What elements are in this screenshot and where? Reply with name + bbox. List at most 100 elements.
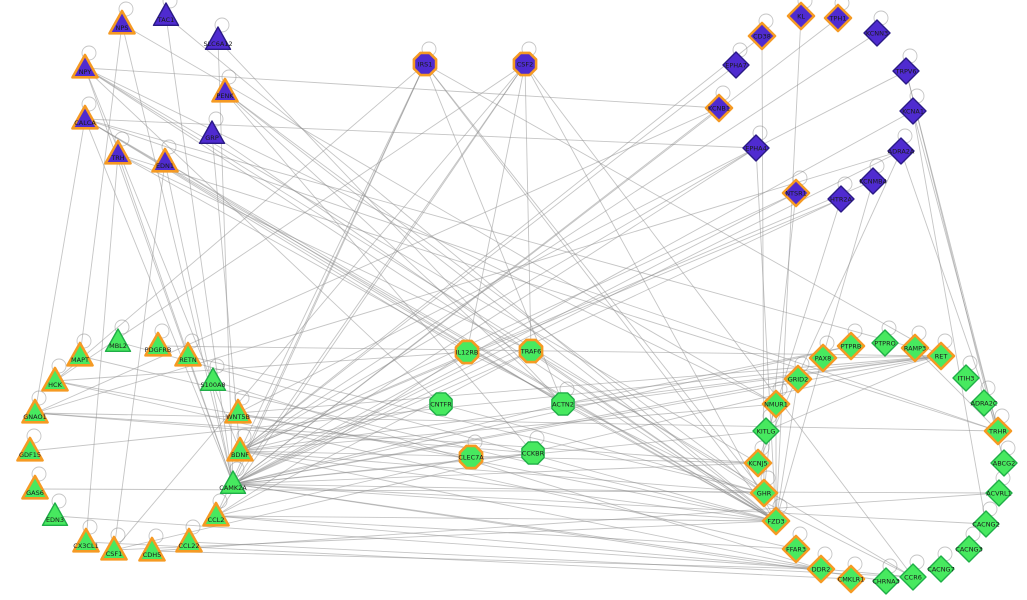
edge-CALCA-RAMP3[interactable]	[84, 118, 916, 349]
edge-TRAF6-CCL2[interactable]	[215, 350, 532, 517]
edge-PENK-ACTN2[interactable]	[224, 91, 564, 405]
edge-GRID2-FZD3[interactable]	[775, 378, 799, 522]
edge-GAS6-ACVRL1[interactable]	[34, 488, 1000, 494]
node-CACNG7[interactable]: CACNG7	[927, 555, 955, 583]
edge-KCNA1-TRHR[interactable]	[912, 110, 999, 432]
node-CD38[interactable]: CD38	[747, 21, 777, 51]
edge-CLEC7A-CCL2[interactable]	[215, 456, 472, 517]
node-CNTFR[interactable]: CNTFR	[429, 392, 453, 416]
node-EPHA7[interactable]: EPHA7	[722, 51, 750, 79]
edge-CSF2-CCL2[interactable]	[215, 63, 526, 517]
edge-CNTFR-GHR[interactable]	[440, 403, 765, 494]
edge-GDF15-RET[interactable]	[29, 355, 942, 452]
edge-IRS1-HCK[interactable]	[54, 63, 426, 382]
edge-CSF2-CCR6[interactable]	[524, 63, 914, 578]
node-PDGFRB[interactable]: PDGFRB	[144, 331, 172, 357]
edge-BDNF-KCNJ5[interactable]	[239, 450, 759, 464]
edge-KCNB1-GNAO1[interactable]	[34, 107, 720, 414]
edge-TRH-FZD3[interactable]	[117, 153, 777, 522]
node-CLEC7A[interactable]: CLEC7A	[458, 444, 484, 470]
edge-NPS-CAMK2A[interactable]	[121, 23, 234, 485]
edge-MAPT-FZD3[interactable]	[79, 355, 777, 522]
edge-EDN3-DDR2[interactable]	[54, 515, 822, 570]
edge-RETN-GHR[interactable]	[187, 355, 765, 494]
node-CCR6[interactable]: CCR6	[899, 563, 927, 591]
edge-EDN1-ACTN2[interactable]	[164, 161, 564, 405]
edge-PENK-FZD3[interactable]	[224, 91, 777, 522]
edge-CDH5-ACVRL1[interactable]	[151, 492, 1000, 552]
edge-CD38-BDNF[interactable]	[239, 35, 763, 452]
edge-S100A8-DDR2[interactable]	[212, 380, 822, 570]
edge-ADRA2A-GNAO1[interactable]	[34, 150, 902, 414]
node-NMUR1[interactable]: NMUR1	[761, 389, 791, 419]
edge-KCNA1-CACNG2[interactable]	[912, 110, 987, 525]
edge-CSF2-IL12RB[interactable]	[466, 63, 526, 353]
edge-MBL2-FZD3[interactable]	[117, 341, 777, 522]
edge-HTR2A-BDNF[interactable]	[239, 198, 842, 452]
node-IRS1[interactable]: IRS1	[412, 51, 438, 77]
edge-CAMK2A-KITLG[interactable]	[232, 430, 767, 485]
node-ADRA2C[interactable]: ADRA2C	[970, 389, 998, 417]
edge-HTR2A-KCNJ5[interactable]	[757, 198, 842, 464]
node-TPH1[interactable]: TPH1	[823, 3, 853, 33]
edge-IRS1-FZD3[interactable]	[424, 63, 777, 522]
edge-CAMK2A-KCNJ5[interactable]	[232, 462, 759, 485]
edge-EPHA4-CAMK2A[interactable]	[232, 147, 757, 485]
edge-TRH-TRHR[interactable]	[117, 153, 999, 432]
edge-CAMK2A-DDR2[interactable]	[232, 483, 822, 570]
edge-KCNA1-CAMK2A[interactable]	[232, 110, 914, 485]
edge-EPHA4-BDNF[interactable]	[239, 147, 757, 452]
node-TRPV6[interactable]: TRPV6	[892, 57, 920, 85]
edge-CAMK2A-RET[interactable]	[232, 355, 942, 485]
node-PTPRO[interactable]: PTPRO	[871, 329, 899, 357]
edge-CCL22-CCR6[interactable]	[188, 541, 914, 578]
edge-NPY-KCNB1[interactable]	[84, 67, 720, 109]
edge-TAC1-CAMK2A[interactable]	[165, 15, 234, 485]
edge-EPHA7-BDNF[interactable]	[239, 64, 737, 452]
edge-IRS1-BDNF[interactable]	[239, 63, 426, 452]
edge-TPH1-CAMK2A[interactable]	[232, 17, 839, 485]
edge-CX3CL1-CMKLR1[interactable]	[85, 541, 852, 580]
edge-TAC1-FZD3[interactable]	[165, 15, 777, 522]
node-ACTN2[interactable]: ACTN2	[551, 392, 575, 416]
edge-CALCA-EPHA4[interactable]	[84, 118, 757, 149]
edge-NPY-CNTFR[interactable]	[84, 67, 442, 405]
edge-EDN1-CAMK2A[interactable]	[164, 161, 234, 485]
edge-TRH-CAMK2A[interactable]	[117, 153, 234, 485]
node-TRAF6[interactable]: TRAF6	[518, 338, 544, 364]
node-ADRA2A[interactable]: ADRA2A	[887, 137, 915, 165]
edge-CCL2-FZD3[interactable]	[215, 515, 777, 522]
edge-KL-FZD3[interactable]	[775, 15, 802, 522]
edge-CDH5-DDR2[interactable]	[151, 550, 822, 570]
edge-GNAO1-TRHR[interactable]	[34, 412, 999, 432]
edge-CALCA-FZD3[interactable]	[84, 118, 777, 522]
edge-IRS1-RET[interactable]	[424, 63, 942, 357]
edge-PDGFRB-RET[interactable]	[157, 345, 942, 357]
edge-TRH-CX3CL1[interactable]	[85, 153, 119, 543]
node-CCKBR[interactable]: CCKBR	[521, 441, 545, 465]
edge-CD38-GHR[interactable]	[761, 35, 765, 494]
edge-NTSR1-BDNF[interactable]	[239, 192, 797, 452]
edge-CSF2-CAMK2A[interactable]	[232, 63, 526, 485]
edge-BDNF-GHR[interactable]	[239, 450, 765, 494]
edge-CCL2-CCR6[interactable]	[215, 515, 914, 578]
node-HTR2A[interactable]: HTR2A	[827, 185, 855, 213]
edge-CAMK2A-PTPRB[interactable]	[232, 345, 852, 485]
edge-CALCA-GNAO1[interactable]	[34, 118, 86, 414]
node-ITIH3[interactable]: ITIH3	[952, 364, 980, 392]
edge-ADRA2A-CAMK2A[interactable]	[232, 150, 902, 485]
edge-NTSR1-CAMK2A[interactable]	[232, 192, 797, 485]
edge-BDNF-DDR2[interactable]	[239, 450, 822, 570]
edge-CSF2-FZD3[interactable]	[524, 63, 777, 522]
node-KL[interactable]: KL	[786, 1, 816, 31]
node-KCNN3[interactable]: KCNN3	[863, 19, 891, 47]
edge-ADRA2A-TRHR[interactable]	[900, 150, 999, 432]
edge-CLEC7A-HCK[interactable]	[54, 380, 472, 458]
node-IL12RB[interactable]: IL12RB	[454, 339, 480, 365]
edge-CSF2-CSF1[interactable]	[113, 63, 526, 551]
edge-CSF1-FZD3[interactable]	[113, 520, 777, 551]
node-CHRNA3[interactable]: CHRNA3	[872, 567, 900, 595]
edge-TRH-TRAF6[interactable]	[117, 153, 532, 352]
node-KITLG[interactable]: KITLG	[752, 417, 780, 445]
